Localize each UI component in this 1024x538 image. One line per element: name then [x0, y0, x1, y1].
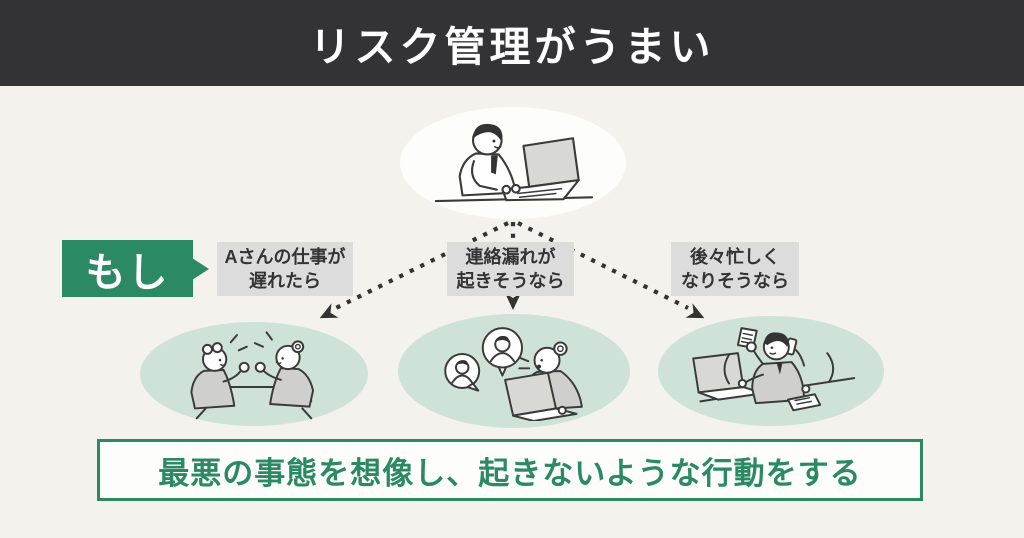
- scene-ellipse-video-call: [398, 314, 630, 428]
- if-badge-label: もし: [85, 250, 170, 295]
- conclusion-box: 最悪の事態を想像し、起きないような行動をする: [97, 439, 923, 501]
- scene-ellipse-busy: [658, 316, 884, 426]
- person-working-on-laptop-illustration: [434, 123, 594, 203]
- condition-label-missed-contact: 連絡漏れが 起きそうなら: [447, 242, 574, 296]
- condition-label-busy-later: 後々忙しく なりそうなら: [671, 242, 799, 296]
- page-title: リスク管理がうまい: [309, 24, 715, 70]
- video-call-meeting-illustration: [444, 327, 583, 421]
- top-scene-ellipse: [400, 107, 626, 219]
- scene-ellipse-talking: [140, 322, 368, 426]
- conclusion-text: 最悪の事態を想像し、起きないような行動をする: [158, 455, 862, 491]
- arrowhead-left: [319, 303, 339, 319]
- busy-multitasking-illustration: [692, 327, 856, 412]
- if-badge: もし: [62, 240, 209, 297]
- two-people-talking-illustration: [190, 331, 315, 420]
- header-bar: リスク管理がうまい: [0, 0, 1024, 86]
- condition-label-a-delayed: Aさんの仕事が 遅れたら: [217, 242, 353, 296]
